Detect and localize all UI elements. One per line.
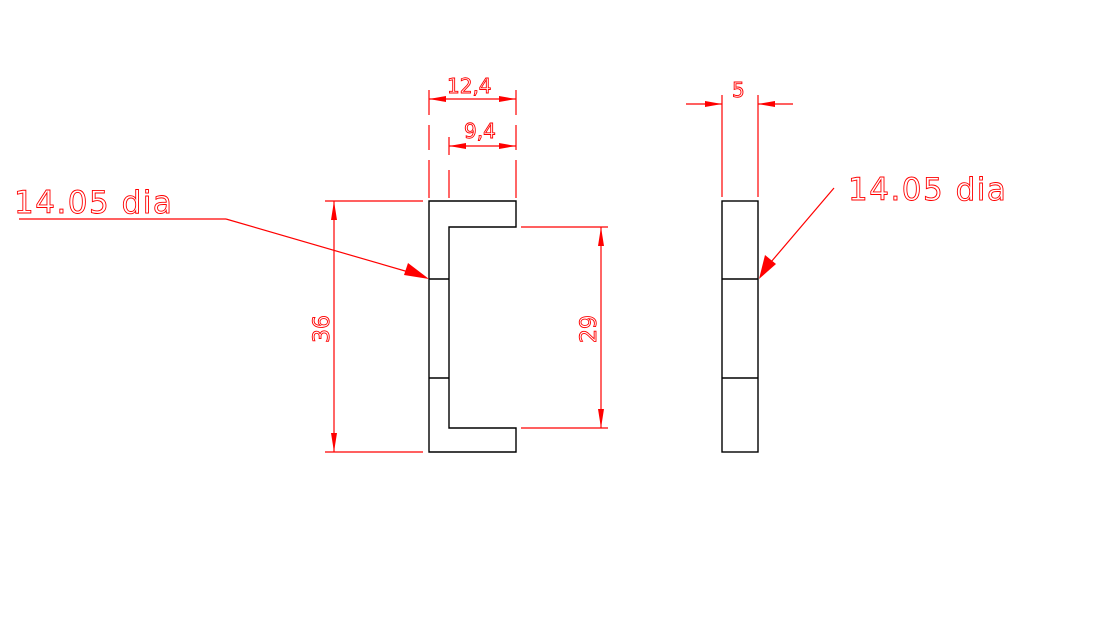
callout-left: 14.05 dia	[14, 185, 429, 279]
dim-label-thickness: 5	[732, 78, 745, 102]
side-view	[721, 200, 759, 453]
callout-left-text: 14.05 dia	[14, 185, 173, 221]
dim-label-overall-width: 12,4	[447, 74, 492, 98]
dimension-overall-width: 12,4	[428, 74, 517, 198]
front-view	[428, 200, 517, 453]
side-bar-outline	[721, 200, 759, 453]
dim-label-inner-height: 29	[577, 315, 602, 343]
dimension-thickness: 5	[686, 78, 793, 197]
callout-right: 14.05 dia	[759, 172, 1007, 279]
c-channel-outline	[428, 200, 517, 453]
dimension-overall-height: 36	[310, 200, 423, 453]
dim-label-inner-width: 9,4	[464, 119, 496, 143]
dimension-inner-width: 9,4	[448, 119, 516, 198]
dimension-inner-height: 29	[521, 226, 608, 429]
callout-right-text: 14.05 dia	[848, 172, 1007, 208]
dim-label-overall-height: 36	[310, 315, 335, 343]
